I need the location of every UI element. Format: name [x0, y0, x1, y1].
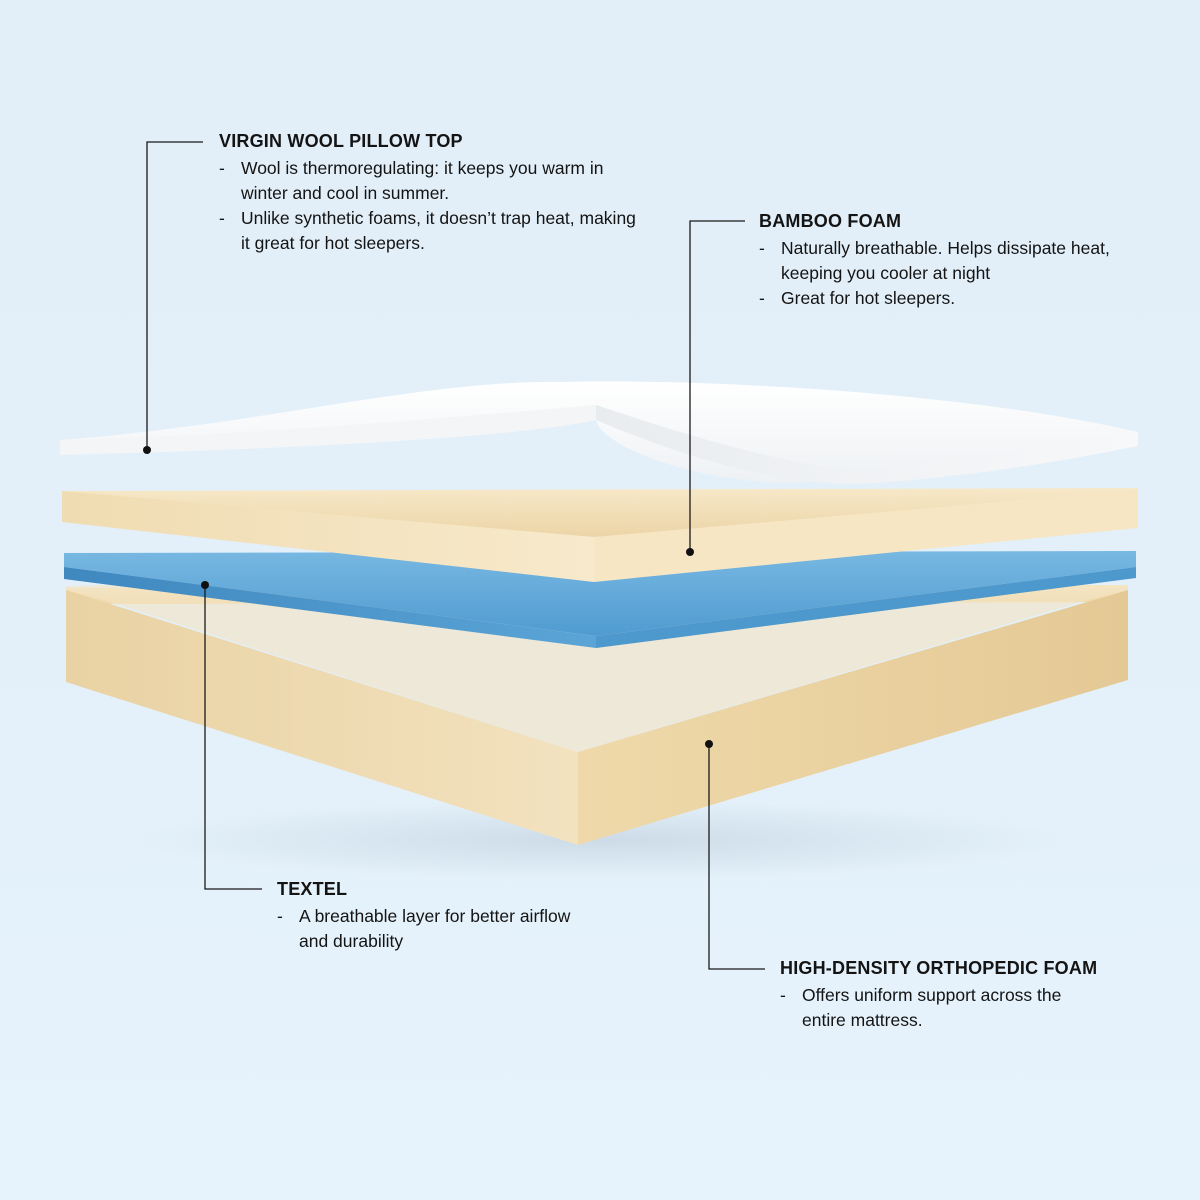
orthopedic-foam-layer	[66, 575, 1128, 845]
wool-pillow-top-layer	[60, 381, 1138, 485]
label-bamboo-point: Naturally breathable. Helps dissipate he…	[759, 236, 1169, 286]
label-bamboo-points: Naturally breathable. Helps dissipate he…	[759, 236, 1169, 311]
leader-dot-bamboo	[686, 548, 694, 556]
textel-left-edge	[64, 567, 596, 648]
label-bamboo-point: Great for hot sleepers.	[759, 286, 1169, 311]
bamboo-front-face	[594, 490, 1138, 582]
label-wool-title: VIRGIN WOOL PILLOW TOP	[219, 131, 463, 151]
bamboo-left-face	[62, 491, 594, 582]
label-wool-point: Unlike synthetic foams, it doesn’t trap …	[219, 206, 649, 256]
textel-layer	[64, 551, 1136, 648]
label-wool: VIRGIN WOOL PILLOW TOP Wool is thermoreg…	[219, 131, 649, 256]
label-bamboo: BAMBOO FOAM Naturally breathable. Helps …	[759, 211, 1169, 311]
textel-front-edge	[596, 567, 1136, 648]
wool-front-edge	[596, 405, 1138, 485]
leader-lines	[146, 141, 765, 970]
leader-dot-wool	[143, 446, 151, 454]
label-wool-points: Wool is thermoregulating: it keeps you w…	[219, 156, 649, 256]
leader-dots	[143, 446, 713, 748]
orthopedic-left-face	[66, 590, 578, 845]
leader-line-bamboo	[689, 220, 745, 552]
leader-line-textel	[204, 585, 262, 890]
orthopedic-top-highlight	[66, 575, 1128, 752]
label-textel: TEXTEL A breathable layer for better air…	[277, 879, 577, 954]
label-wool-point: Wool is thermoregulating: it keeps you w…	[219, 156, 649, 206]
label-orthopedic-point: Offers uniform support across the entire…	[780, 983, 1100, 1033]
bamboo-top-face	[62, 488, 1138, 537]
label-textel-title: TEXTEL	[277, 879, 348, 899]
label-bamboo-title: BAMBOO FOAM	[759, 211, 902, 231]
wool-left-edge	[60, 405, 596, 455]
label-orthopedic-points: Offers uniform support across the entire…	[780, 983, 1100, 1033]
bamboo-foam-layer	[62, 488, 1138, 582]
textel-top-face	[64, 551, 1136, 636]
wool-top-face	[60, 381, 1138, 483]
leader-dot-orthopedic	[705, 740, 713, 748]
label-orthopedic: HIGH-DENSITY ORTHOPEDIC FOAM Offers unif…	[780, 958, 1100, 1033]
leader-line-orthopedic	[708, 744, 765, 970]
orthopedic-front-face	[578, 590, 1128, 845]
leader-line-wool	[146, 141, 203, 450]
ground-shadow	[130, 800, 1070, 880]
label-orthopedic-title: HIGH-DENSITY ORTHOPEDIC FOAM	[780, 958, 1098, 978]
label-textel-points: A breathable layer for better airflow an…	[277, 904, 577, 954]
label-textel-point: A breathable layer for better airflow an…	[277, 904, 577, 954]
leader-dot-textel	[201, 581, 209, 589]
